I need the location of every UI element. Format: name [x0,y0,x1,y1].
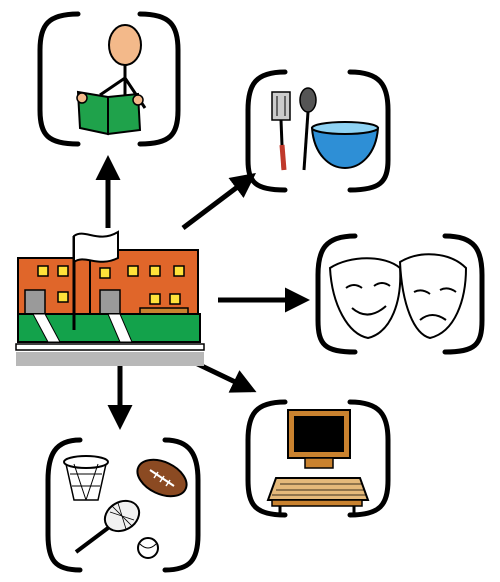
reading-person-icon [76,24,147,136]
reading-frame [37,11,181,147]
computer-frame [245,399,391,518]
arrow-to-cooking [181,172,256,230]
sports-equipment-icon [63,455,188,559]
school-building-icon [15,230,205,366]
computer-icon [266,409,370,516]
drama-frame [315,233,485,355]
cooking-frame [245,69,391,193]
sports-frame [45,437,201,573]
cooking-utensils-icon [271,87,380,171]
theater-masks-icon [328,253,468,340]
